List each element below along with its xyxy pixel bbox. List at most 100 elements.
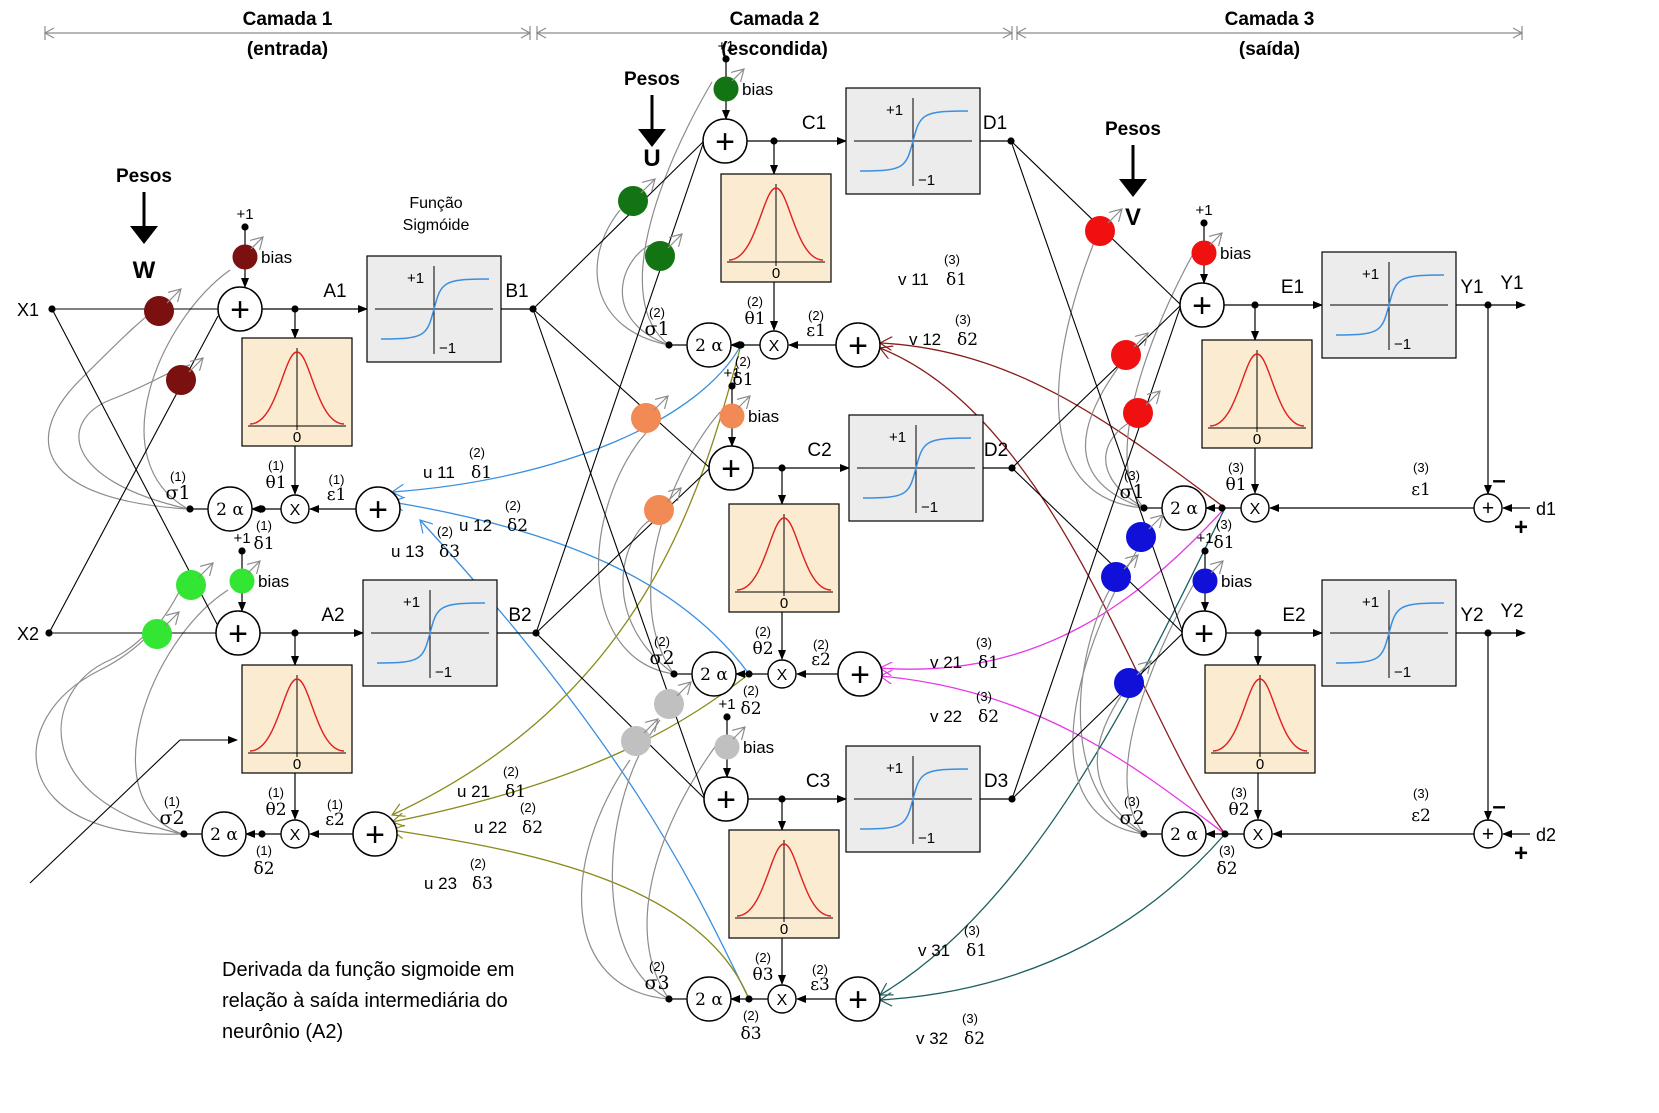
superscript: (3) — [976, 689, 992, 704]
multiply-symbol: X — [1253, 827, 1264, 844]
multiply-node — [759, 330, 789, 360]
sigmoid-plus-one: +1 — [1362, 266, 1379, 283]
multiply-node — [767, 659, 797, 689]
derivative-zero: 0 — [293, 756, 301, 773]
label-u11-delta1: u 11 — [423, 463, 455, 482]
sigmoid-minus-one: −1 — [918, 830, 935, 847]
sigmoid-curve — [380, 278, 490, 340]
junction-dot — [665, 995, 673, 1003]
error-sum-symbol: + — [848, 981, 868, 1019]
theta-label: θ2 — [752, 639, 773, 659]
bias-adjust-arrow — [248, 561, 260, 573]
sigma-label: σ2 — [649, 647, 674, 669]
superscript: (1) — [327, 797, 343, 812]
superscript: (1) — [268, 458, 284, 473]
epsilon-label: ε1 — [806, 321, 826, 341]
node-label-E1: E1 — [1281, 277, 1304, 298]
multiply-symbol: X — [777, 667, 788, 684]
delta-label: δ3 — [740, 1024, 761, 1044]
derivative-zero: 0 — [1256, 756, 1264, 773]
forward-connection — [1011, 304, 1182, 469]
superscript: (3) — [976, 635, 992, 650]
weight-adjust-arrow — [643, 719, 658, 734]
label-u12-delta2-delta: δ2 — [507, 516, 528, 536]
delta-label: δ2 — [1216, 859, 1237, 879]
label-v32-delta2-delta: δ2 — [964, 1029, 985, 1049]
backprop-v31 — [880, 507, 1226, 995]
desired-label-d2: d2 — [1536, 825, 1556, 845]
weight-update-curve — [611, 719, 670, 1000]
sigmoid-caption-1: Função — [409, 195, 462, 212]
weight-update-curve — [1096, 689, 1145, 835]
sigmoid-minus-one: −1 — [921, 499, 938, 516]
weight-u23 — [621, 726, 651, 756]
node-label-C2: C2 — [807, 440, 831, 461]
label-u13-delta3-delta: δ3 — [439, 542, 460, 562]
label-u23-delta3: u 23 — [424, 874, 457, 893]
sigmoid-plus-one: +1 — [886, 760, 903, 777]
theta-label: θ3 — [752, 965, 773, 985]
weight-adjust-arrow — [676, 682, 691, 697]
bias-dot — [1201, 547, 1209, 555]
weight-update-curve — [641, 81, 713, 346]
sigmoid-caption-2: Sigmóide — [403, 217, 470, 234]
input-dot — [48, 305, 56, 313]
superscript: (2) — [649, 305, 665, 320]
bias-weight-a1 — [232, 244, 258, 270]
bias-weight-c3 — [714, 734, 740, 760]
sum-node — [1181, 610, 1227, 656]
backprop-u11 — [392, 344, 742, 492]
node-label-D3: D3 — [984, 771, 1008, 792]
superscript: (3) — [1228, 460, 1244, 475]
junction-dot — [737, 341, 745, 349]
layer-span-arrow — [1002, 27, 1014, 39]
superscript: (2) — [812, 962, 828, 977]
derivative-zero: 0 — [780, 595, 788, 612]
error-sum-symbol: + — [368, 491, 388, 529]
bias-label: bias — [742, 80, 773, 99]
weight-v32 — [1114, 668, 1144, 698]
sigmoid-plus-one: +1 — [886, 102, 903, 119]
bias-plus-one: +1 — [236, 206, 253, 223]
junction-dot — [1484, 629, 1492, 637]
weight-update-curve — [134, 589, 229, 835]
superscript: (1) — [164, 794, 180, 809]
node-label-D1: D1 — [983, 113, 1007, 134]
superscript: (3) — [1231, 785, 1247, 800]
superscript: (1) — [256, 843, 272, 858]
weight-v21 — [1111, 340, 1141, 370]
superscript: (3) — [962, 1011, 978, 1026]
weight-adjust-arrow — [1145, 391, 1160, 406]
weight-update-curve — [580, 759, 670, 1000]
learning-rate-symbol: 2 α — [1170, 499, 1198, 519]
superscript: (2) — [755, 624, 771, 639]
weight-adjust-arrow — [1148, 515, 1163, 530]
weight-u22 — [644, 495, 674, 525]
bias-weight-e1 — [1191, 240, 1217, 266]
gaussian-curve — [1212, 678, 1308, 752]
pesos-arrow-head — [130, 226, 158, 244]
superscript: (2) — [437, 524, 453, 539]
superscript: (1) — [329, 472, 345, 487]
junction-dot — [778, 795, 786, 803]
plus-sign: + — [1514, 514, 1528, 541]
multiply-node — [1240, 493, 1270, 523]
node-label-C3: C3 — [806, 771, 830, 792]
layer-title: Camada 1 — [243, 9, 333, 30]
multiply-node — [1243, 819, 1273, 849]
backprop-v32 — [880, 833, 1226, 1000]
learning-rate-symbol: 2 α — [210, 825, 238, 845]
sigmoid-minus-one: −1 — [918, 172, 935, 189]
bias-adjust-arrow — [732, 69, 744, 81]
output-error-symbol: + — [1482, 497, 1494, 520]
bias-dot — [723, 713, 731, 721]
sum-node — [1179, 282, 1225, 328]
bias-adjust-arrow — [1210, 233, 1222, 245]
sum-node-symbol: + — [228, 615, 248, 653]
junction-dot — [1221, 830, 1229, 838]
junction-dot — [258, 505, 266, 513]
bias-weight-e2 — [1192, 568, 1218, 594]
backprop-v11 — [880, 343, 1226, 509]
junction-dot — [665, 341, 673, 349]
sum-node — [703, 776, 749, 822]
